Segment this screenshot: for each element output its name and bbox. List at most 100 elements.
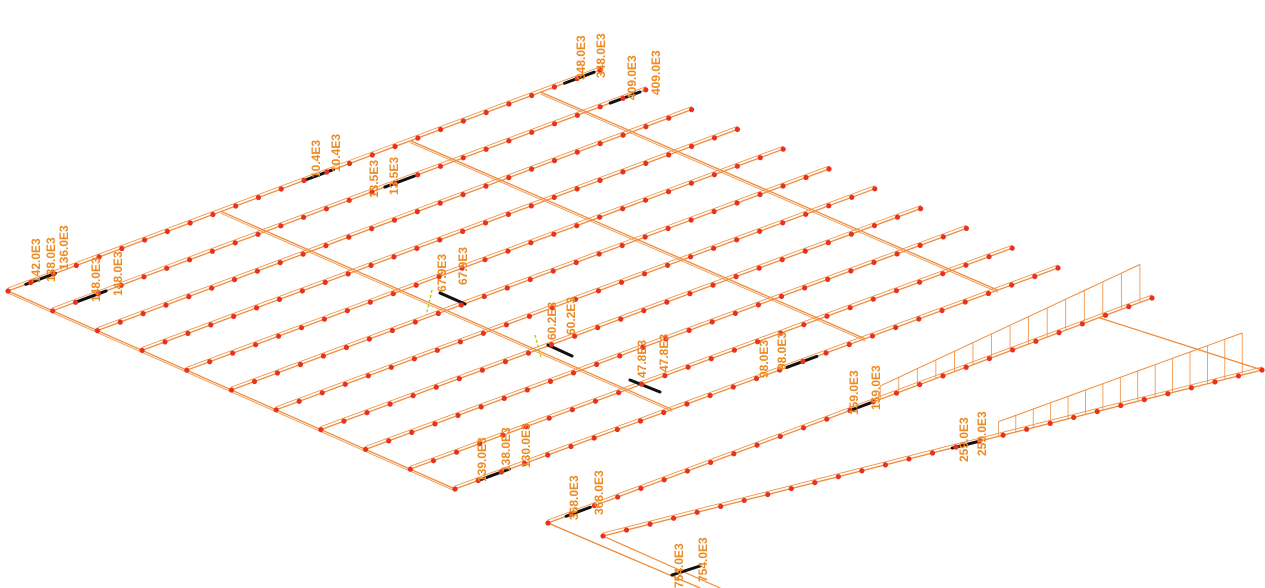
node-point	[594, 361, 600, 367]
node-point	[647, 521, 653, 527]
beam-line-offset	[231, 165, 830, 388]
node-point	[574, 75, 580, 82]
node-point	[711, 245, 717, 251]
node-point	[407, 466, 413, 472]
node-point	[711, 135, 718, 141]
node-point	[597, 177, 603, 183]
value-label: 47.8E3	[635, 340, 649, 378]
node-point	[368, 262, 374, 268]
node-point	[709, 319, 715, 325]
node-point	[162, 339, 168, 345]
node-point	[483, 183, 489, 189]
node-point	[1212, 379, 1218, 385]
highlight-segment	[477, 467, 511, 482]
node-point	[734, 163, 740, 169]
beam-line-offset	[275, 185, 876, 408]
node-point	[732, 310, 738, 316]
value-label: 130.0E3	[519, 423, 533, 468]
node-point	[826, 166, 832, 172]
node-point	[917, 381, 923, 388]
node-point	[574, 186, 580, 192]
node-point	[871, 259, 877, 265]
node-point	[545, 520, 551, 526]
node-point	[506, 138, 512, 144]
node-point	[343, 344, 350, 351]
node-point	[187, 220, 193, 226]
node-point	[208, 322, 214, 328]
node-point	[642, 234, 648, 240]
node-point	[318, 427, 324, 433]
node-point	[432, 421, 438, 427]
node-point	[1259, 367, 1265, 373]
beam-line-offset	[186, 145, 784, 368]
node-point	[297, 361, 304, 368]
node-point	[847, 305, 853, 311]
node-point	[623, 527, 630, 533]
node-point	[186, 257, 193, 263]
node-point	[824, 416, 830, 422]
node-point	[551, 194, 557, 200]
node-point	[436, 274, 442, 280]
node-point	[323, 243, 329, 249]
accent-arrow	[426, 289, 433, 313]
node-point	[1094, 408, 1100, 415]
node-point	[411, 356, 417, 362]
node-point	[500, 432, 506, 438]
node-point	[688, 254, 694, 260]
node-point	[1010, 347, 1016, 353]
node-point	[274, 370, 281, 376]
node-point	[501, 395, 507, 401]
node-point	[230, 350, 236, 356]
node-point	[438, 126, 444, 133]
node-point	[753, 375, 760, 382]
node-point	[1047, 420, 1053, 426]
node-point	[1165, 391, 1171, 397]
node-point	[620, 169, 626, 175]
node-point	[366, 336, 372, 342]
node-point	[253, 342, 259, 348]
value-label: 138.0E3	[499, 427, 513, 472]
node-point	[526, 313, 533, 319]
node-points	[5, 67, 1265, 539]
node-point	[410, 393, 416, 399]
node-point	[478, 404, 484, 410]
node-point	[869, 333, 876, 339]
beam-line-offset	[454, 264, 1059, 487]
node-point	[780, 146, 786, 152]
node-point	[859, 468, 865, 474]
value-label: 159.0E3	[869, 365, 883, 410]
node-point	[298, 325, 305, 331]
value-label: 60.2E3	[564, 297, 578, 335]
node-point	[392, 180, 398, 186]
node-point	[824, 313, 830, 319]
beam-line-offset	[602, 366, 1263, 534]
highlight-segment	[670, 564, 702, 577]
node-point	[596, 251, 602, 257]
node-point	[319, 390, 325, 396]
node-point	[754, 442, 760, 448]
node-point	[643, 87, 649, 93]
node-point	[734, 237, 740, 243]
node-point	[741, 497, 747, 504]
node-point	[457, 339, 463, 345]
node-point	[685, 364, 691, 370]
node-point	[778, 293, 785, 299]
node-point	[164, 228, 170, 235]
node-point	[551, 84, 558, 90]
node-point	[391, 254, 397, 260]
node-point	[346, 160, 353, 167]
node-point	[689, 143, 695, 149]
node-point	[253, 305, 260, 311]
node-point	[454, 449, 460, 455]
node-point	[1126, 304, 1132, 310]
girder-line	[602, 535, 721, 588]
node-point	[140, 311, 146, 317]
node-point	[506, 175, 512, 181]
node-point	[618, 316, 624, 322]
node-point	[688, 217, 694, 223]
node-point	[573, 259, 579, 266]
node-point	[661, 477, 667, 483]
node-point	[73, 262, 79, 269]
node-point	[547, 378, 554, 384]
